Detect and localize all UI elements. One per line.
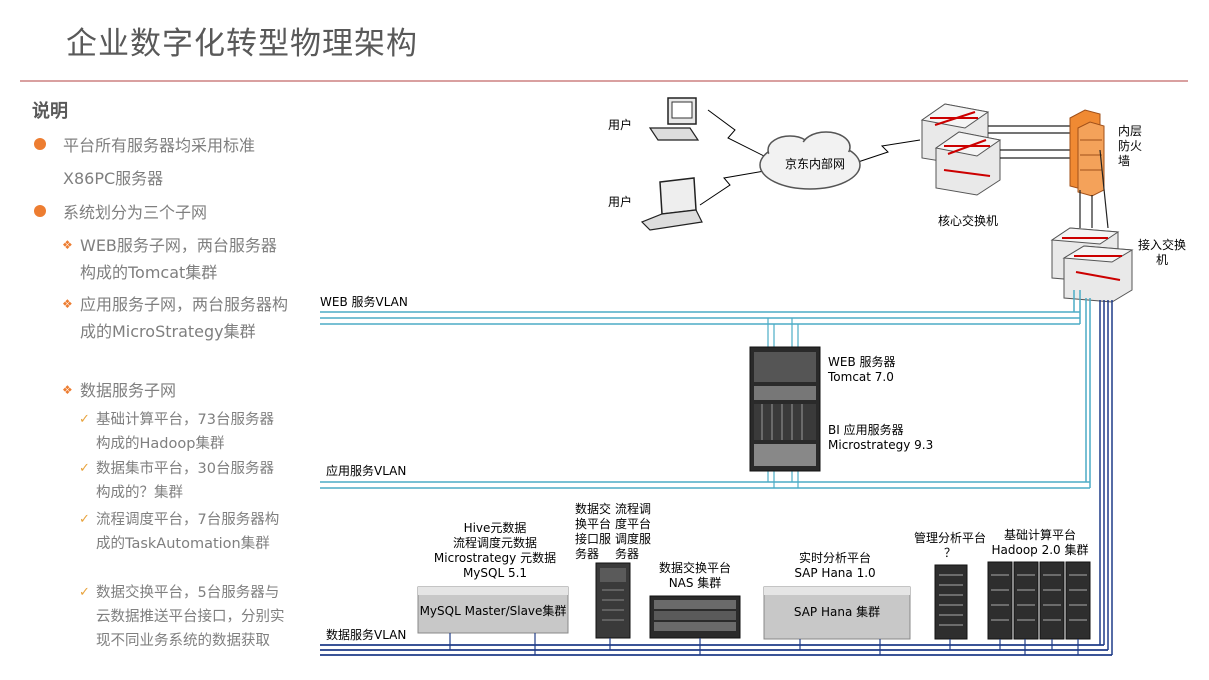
diamond-bullet-icon: ❖: [62, 297, 73, 311]
note-detail-hadoop: 基础计算平台，73台服务器构成的Hadoop集群: [96, 412, 274, 452]
mysql-cluster-icon: [417, 586, 569, 634]
desktop-computer-icon: [648, 97, 700, 141]
firewall-icon: [1069, 109, 1105, 197]
cloud-label: 京东内部网: [785, 157, 846, 171]
core-switch-label: 核心交换机: [938, 214, 999, 228]
hadoop-racks-icon: [987, 561, 1091, 640]
cloud-icon: [759, 131, 861, 190]
check-bullet-icon: ✓: [79, 585, 90, 600]
title-divider: [20, 80, 1188, 82]
link-zigzag: [857, 139, 921, 163]
core-switch-icon: [920, 103, 1002, 196]
vlan-app-label: 应用服务VLAN: [326, 464, 407, 478]
scheduler-server-label: 流程调 度平台 调度服 务器: [615, 502, 652, 561]
laptop-icon: [640, 177, 703, 231]
check-bullet-icon: ✓: [79, 412, 90, 427]
sap-hana-cluster-icon: [763, 586, 911, 640]
note-subitem-data: 数据服务子网: [80, 381, 177, 400]
hadoop-platform-label: 基础计算平台 Hadoop 2.0 集群: [991, 528, 1089, 557]
web-server-label: WEB 服务器 Tomcat 7.0: [828, 355, 896, 384]
note-detail-exchange: 数据交换平台，5台服务器与云数据推送平台接口，分别实现不同业务系统的数据获取: [96, 585, 285, 649]
user-label: 用户: [608, 195, 633, 209]
check-bullet-icon: ✓: [79, 461, 90, 476]
user-label: 用户: [608, 118, 633, 132]
note-subitem-web: WEB服务子网，两台服务器构成的Tomcat集群: [80, 236, 277, 282]
notes-heading: 说明: [32, 101, 68, 122]
note-detail-scheduler: 流程调度平台，7台服务器构成的TaskAutomation集群: [96, 512, 280, 552]
bi-server-label: BI 应用服务器 Microstrategy 9.3: [828, 423, 934, 452]
bullet-dot: [34, 138, 46, 150]
vlan-data-label: 数据服务VLAN: [326, 628, 407, 642]
diamond-bullet-icon: ❖: [62, 383, 73, 397]
hana-cluster-label: SAP Hana 集群: [793, 605, 881, 619]
link-zigzag: [699, 169, 771, 206]
tower-server-icon: [595, 562, 631, 639]
rack-server-icon: [934, 564, 968, 640]
link-zigzag: [707, 109, 769, 159]
note-item-servers: 平台所有服务器均采用标准X86PC服务器: [63, 136, 256, 188]
check-bullet-icon: ✓: [79, 512, 90, 527]
vlan-web-label: WEB 服务VLAN: [320, 295, 408, 309]
access-switch-icon: [1050, 227, 1134, 303]
hana-label: 实时分析平台 SAP Hana 1.0: [794, 551, 876, 580]
firewall-label: 内层防火墙: [1118, 124, 1143, 168]
diamond-bullet-icon: ❖: [62, 238, 73, 252]
page-title: 企业数字化转型物理架构: [66, 26, 418, 62]
mysql-label: Hive元数据 流程调度元数据 Microstrategy 元数据 MySQL …: [433, 521, 557, 580]
nas-storage-icon: [649, 595, 741, 639]
exchange-server-label: 数据交 换平台 接口服 务器: [575, 502, 612, 561]
bullet-dot: [34, 205, 46, 217]
mgmt-platform-label: 管理分析平台 ？: [913, 531, 986, 560]
note-detail-mart: 数据集市平台，30台服务器构成的？集群: [96, 461, 274, 501]
note-subitem-app: 应用服务子网，两台服务器构成的MicroStrategy集群: [80, 295, 289, 341]
note-item-subnets: 系统划分为三个子网: [63, 203, 208, 222]
mysql-cluster-label: MySQL Master/Slave集群: [419, 604, 567, 618]
nas-label: 数据交换平台 NAS 集群: [658, 561, 731, 590]
blade-server-chassis-icon: [749, 346, 821, 472]
access-switch-label: 接入交换机: [1137, 238, 1186, 267]
